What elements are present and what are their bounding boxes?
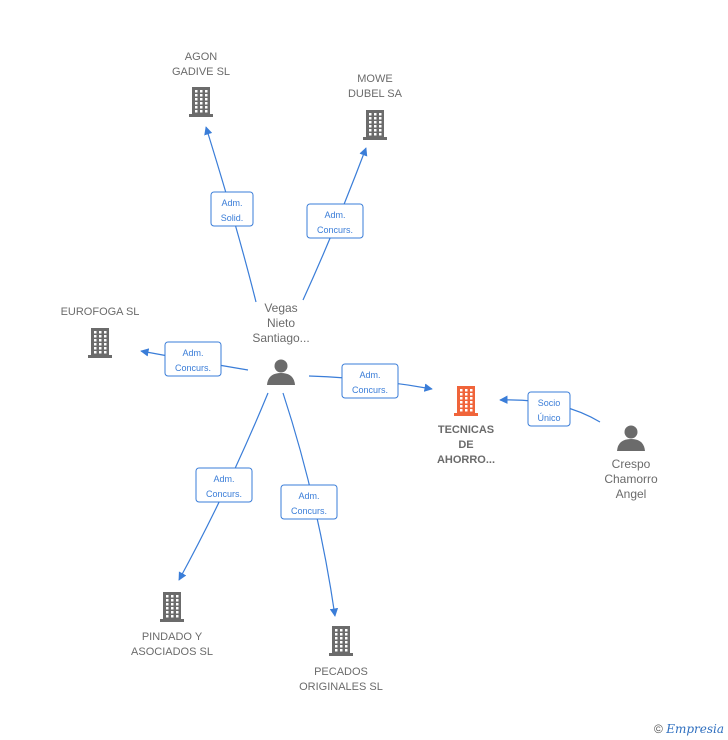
person-icon	[617, 425, 645, 451]
node-agon[interactable]: AGON GADIVE SL	[172, 51, 230, 117]
node-tecnicas[interactable]: TECNICAS DE AHORRO...	[437, 386, 495, 466]
edge-vegas-to-pecados: Adm. Concurs.	[280, 392, 339, 617]
edge-vegas-to-agon: Adm. Solid.	[204, 126, 257, 303]
node-label-mowe: MOWE	[357, 73, 392, 85]
node-label-tecnicas: TECNICAS	[438, 424, 494, 436]
edge-label-text: Adm.	[182, 348, 203, 358]
nodes-layer: AGON GADIVE SL MOWE DUBEL SA EUROFOGA SL Vega…	[61, 51, 658, 693]
edge-label-text: Adm.	[359, 370, 380, 380]
node-label-agon: AGON	[185, 51, 217, 63]
node-label-pecados: PECADOS	[314, 666, 368, 678]
edge-label-text: Concurs.	[206, 489, 242, 499]
node-label-eurofoga: EUROFOGA SL	[61, 306, 140, 318]
node-label-pecados: ORIGINALES SL	[299, 681, 383, 693]
node-label-crespo: Angel	[616, 487, 647, 501]
edge-label-text: Adm.	[298, 491, 319, 501]
edge-vegas-to-mowe: Adm. Concurs.	[302, 147, 368, 301]
node-label-agon: GADIVE SL	[172, 66, 230, 78]
edges-layer: Adm. Solid. Adm. Concurs. Adm. Concurs. Adm. Co…	[140, 126, 601, 617]
edge-label-box[interactable]	[210, 191, 254, 227]
node-label-crespo: Crespo	[612, 457, 651, 471]
edge-vegas-to-pindado: Adm. Concurs.	[178, 392, 269, 581]
person-icon	[267, 359, 295, 385]
edge-label-text: Único	[537, 413, 560, 423]
node-eurofoga[interactable]: EUROFOGA SL	[61, 306, 140, 358]
credit: © Empresia	[654, 722, 724, 736]
edge-vegas-to-eurofoga: Adm. Concurs.	[140, 341, 249, 377]
edge-label-text: Adm.	[213, 474, 234, 484]
node-label-vegas: Nieto	[267, 316, 295, 330]
node-mowe[interactable]: MOWE DUBEL SA	[348, 73, 403, 140]
node-pindado[interactable]: PINDADO Y ASOCIADOS SL	[131, 592, 213, 658]
edge-label-text: Concurs.	[291, 506, 327, 516]
node-label-mowe: DUBEL SA	[348, 88, 403, 100]
node-label-tecnicas: AHORRO...	[437, 454, 495, 466]
edge-label-box[interactable]	[527, 391, 571, 427]
node-label-pindado: ASOCIADOS SL	[131, 646, 213, 658]
brand-logo-text[interactable]: Empresia	[666, 722, 724, 736]
edge-label-text: Adm.	[221, 198, 242, 208]
edge-label-box[interactable]	[164, 341, 222, 377]
edge-label-text: Concurs.	[175, 363, 211, 373]
node-label-crespo: Chamorro	[604, 472, 658, 486]
copyright-symbol: ©	[654, 722, 663, 736]
node-label-pindado: PINDADO Y	[142, 631, 203, 643]
node-vegas[interactable]: VegasNietoSantiago...	[252, 301, 310, 385]
edge-label-box[interactable]	[280, 484, 338, 520]
edge-label-text: Adm.	[324, 210, 345, 220]
node-label-tecnicas: DE	[458, 439, 473, 451]
building-icon	[329, 626, 353, 656]
node-pecados[interactable]: PECADOS ORIGINALES SL	[299, 626, 383, 693]
building-icon	[160, 592, 184, 622]
edge-label-text: Solid.	[221, 213, 244, 223]
edge-label-text: Concurs.	[317, 225, 353, 235]
edge-label-text: Socio	[538, 398, 561, 408]
edge-label-box[interactable]	[195, 467, 253, 503]
building-icon	[454, 386, 478, 416]
building-icon	[189, 87, 213, 117]
node-label-vegas: Santiago...	[252, 331, 309, 345]
edge-label-box[interactable]	[341, 363, 399, 399]
edge-vegas-to-tecnicas: Adm. Concurs.	[308, 363, 433, 399]
building-icon	[363, 110, 387, 140]
building-icon	[88, 328, 112, 358]
node-label-vegas: Vegas	[264, 301, 297, 315]
edge-label-box[interactable]	[306, 203, 364, 239]
edge-label-text: Concurs.	[352, 385, 388, 395]
